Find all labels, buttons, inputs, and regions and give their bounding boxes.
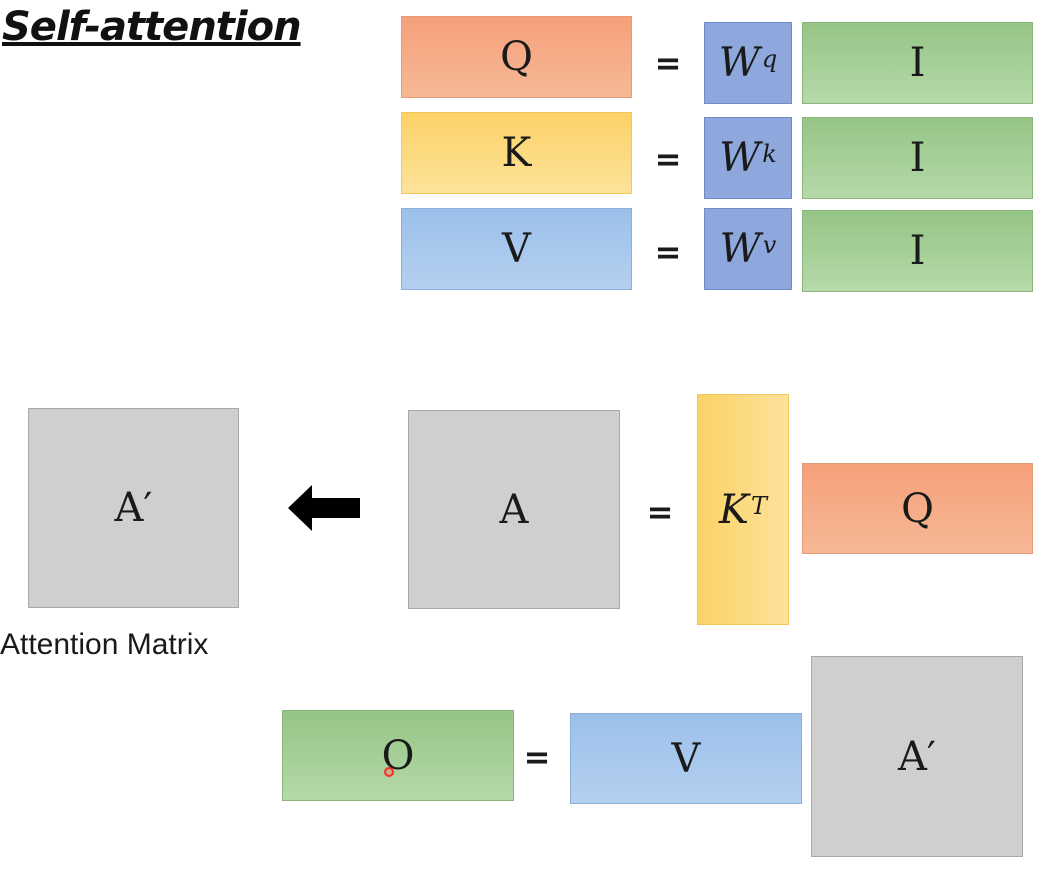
v-label-output: V [671, 735, 701, 782]
q-label: Q [500, 34, 533, 80]
wq-base: W [718, 40, 760, 86]
a-prime-label: A′ [114, 485, 153, 531]
q-matrix-attention: Q [802, 463, 1033, 554]
k-matrix: K [401, 112, 632, 194]
wv-base: W [719, 226, 761, 272]
kt-base: K [719, 486, 749, 533]
i-label-k: I [909, 135, 926, 181]
output-matrix: O [282, 710, 514, 801]
a-prime-label-output: A′ [898, 733, 936, 780]
equals-sign-a: = [646, 493, 674, 531]
attention-matrix-caption: Attention Matrix [0, 628, 209, 661]
input-matrix-k: I [802, 117, 1033, 199]
equals-sign-k: = [654, 140, 682, 178]
attention-matrix: A [408, 410, 620, 609]
v-matrix-output: V [570, 713, 802, 804]
q-label-attention: Q [901, 485, 934, 532]
input-matrix-q: I [802, 22, 1033, 104]
i-label-q: I [909, 40, 926, 86]
attention-matrix-output: A′ [811, 656, 1023, 857]
equals-sign-o: = [523, 738, 551, 776]
equals-sign-v: = [654, 233, 682, 271]
slide-title: Self-attention [2, 4, 302, 50]
wv-sup: v [762, 231, 777, 259]
left-arrow-icon [288, 485, 360, 531]
v-matrix: V [401, 208, 632, 290]
mouse-pointer-dot [384, 767, 394, 777]
q-matrix: Q [401, 16, 632, 98]
equals-sign-q: = [654, 44, 682, 82]
kt-sup: T [750, 491, 767, 520]
input-matrix-v: I [802, 210, 1033, 292]
wq-sup: q [761, 45, 778, 73]
wk-sup: k [762, 140, 777, 168]
wk-base: W [719, 135, 761, 181]
v-label: V [502, 226, 531, 272]
a-label: A [499, 486, 529, 533]
attention-matrix-normalized: A′ [28, 408, 239, 608]
i-label-v: I [909, 228, 926, 274]
k-label: K [501, 130, 532, 176]
